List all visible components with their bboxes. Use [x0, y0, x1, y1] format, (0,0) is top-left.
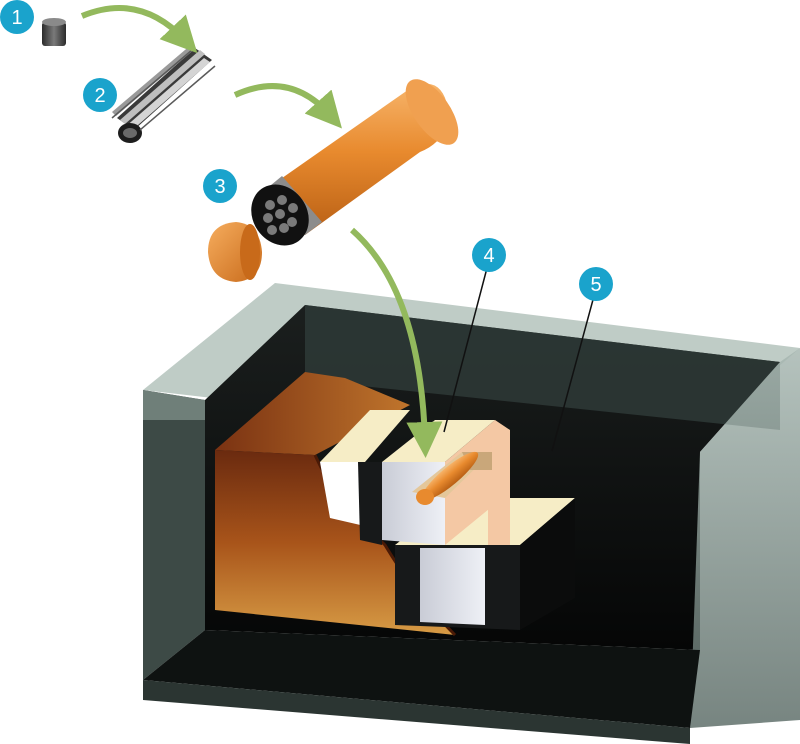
svg-text:1: 1 [11, 7, 22, 29]
left-block-top [320, 410, 410, 462]
badge-3: 3 [203, 169, 237, 203]
bedrock-top [215, 372, 410, 455]
process-arrows [80, 5, 443, 458]
copper-canister [251, 79, 459, 246]
left-block-dark [358, 462, 382, 545]
svg-text:5: 5 [590, 274, 601, 296]
canister-lid [208, 222, 262, 282]
vault-right-wall [690, 348, 800, 728]
badge-5: 5 [579, 267, 613, 301]
badge-1: 1 [0, 0, 34, 34]
vault-left-wall [143, 390, 205, 680]
svg-text:4: 4 [483, 245, 494, 267]
svg-text:3: 3 [214, 176, 225, 198]
vault-back-wall-upper [305, 305, 780, 430]
vault-front-base [143, 680, 690, 744]
deposited-canister [421, 451, 479, 501]
badge-4: 4 [472, 238, 506, 272]
right-block-front [488, 470, 510, 545]
buffer-blocks [320, 410, 575, 630]
arrow-assembly-to-canister [233, 83, 342, 129]
arrow-canister-to-repository [350, 227, 443, 458]
badge-2: 2 [83, 78, 117, 112]
fuel-assembly [111, 44, 216, 143]
vault-floor [143, 630, 700, 728]
lower-block-side [520, 498, 575, 630]
svg-text:2: 2 [94, 85, 105, 107]
vault-left-face [143, 390, 205, 420]
arrow-pellet-to-assembly [80, 5, 198, 54]
deposited-canister-tip [416, 489, 434, 505]
fuel-pellet [42, 18, 66, 46]
lower-white-slab [420, 548, 485, 625]
leader-5 [551, 295, 595, 452]
leader-4 [443, 267, 488, 433]
